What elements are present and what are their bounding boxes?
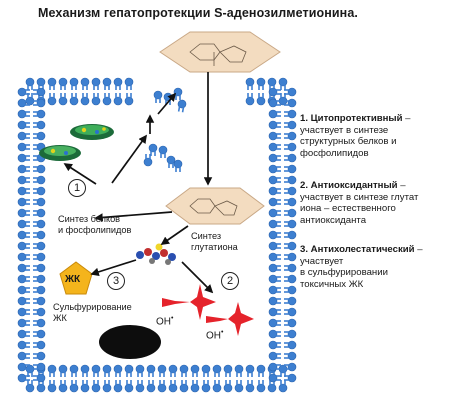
legend-item-1: 1. Цитопротективный – участвует в синтез… — [300, 113, 411, 159]
cell-nucleus — [99, 325, 161, 359]
label-zk-in-pentagon: ЖК — [65, 274, 81, 285]
same-molecule-top — [159, 31, 281, 73]
glutathione-molecule — [136, 243, 176, 265]
protein-cluster-bottom — [39, 145, 81, 161]
label-sulfuration: Сульфурирование ЖК — [53, 302, 132, 323]
bile-acid-pentagon — [59, 261, 93, 295]
marker-2: 2 — [221, 272, 239, 290]
label-protein-synthesis: Синтез белков и фосфолипидов — [58, 214, 132, 235]
pathway-arrows — [63, 72, 214, 294]
protein-cluster-top — [70, 124, 114, 140]
marker-3: 3 — [107, 272, 125, 290]
label-oh-radical-1: OH• — [156, 315, 174, 328]
label-glutathione-synthesis: Синтез глутатиона — [191, 231, 238, 252]
legend-item-2: 2. Антиоксидантный – участвует в синтезе… — [300, 180, 419, 226]
page-title: Механизм гепатопротекции S-аденозилметио… — [38, 6, 358, 20]
legend-item-3: 3. Антихолестатический – участвует в сул… — [300, 244, 423, 290]
label-oh-radical-2: OH• — [206, 329, 224, 342]
marker-1: 1 — [68, 179, 86, 197]
same-molecule-middle — [165, 187, 265, 225]
hydroxyl-radical-stars — [162, 284, 254, 336]
